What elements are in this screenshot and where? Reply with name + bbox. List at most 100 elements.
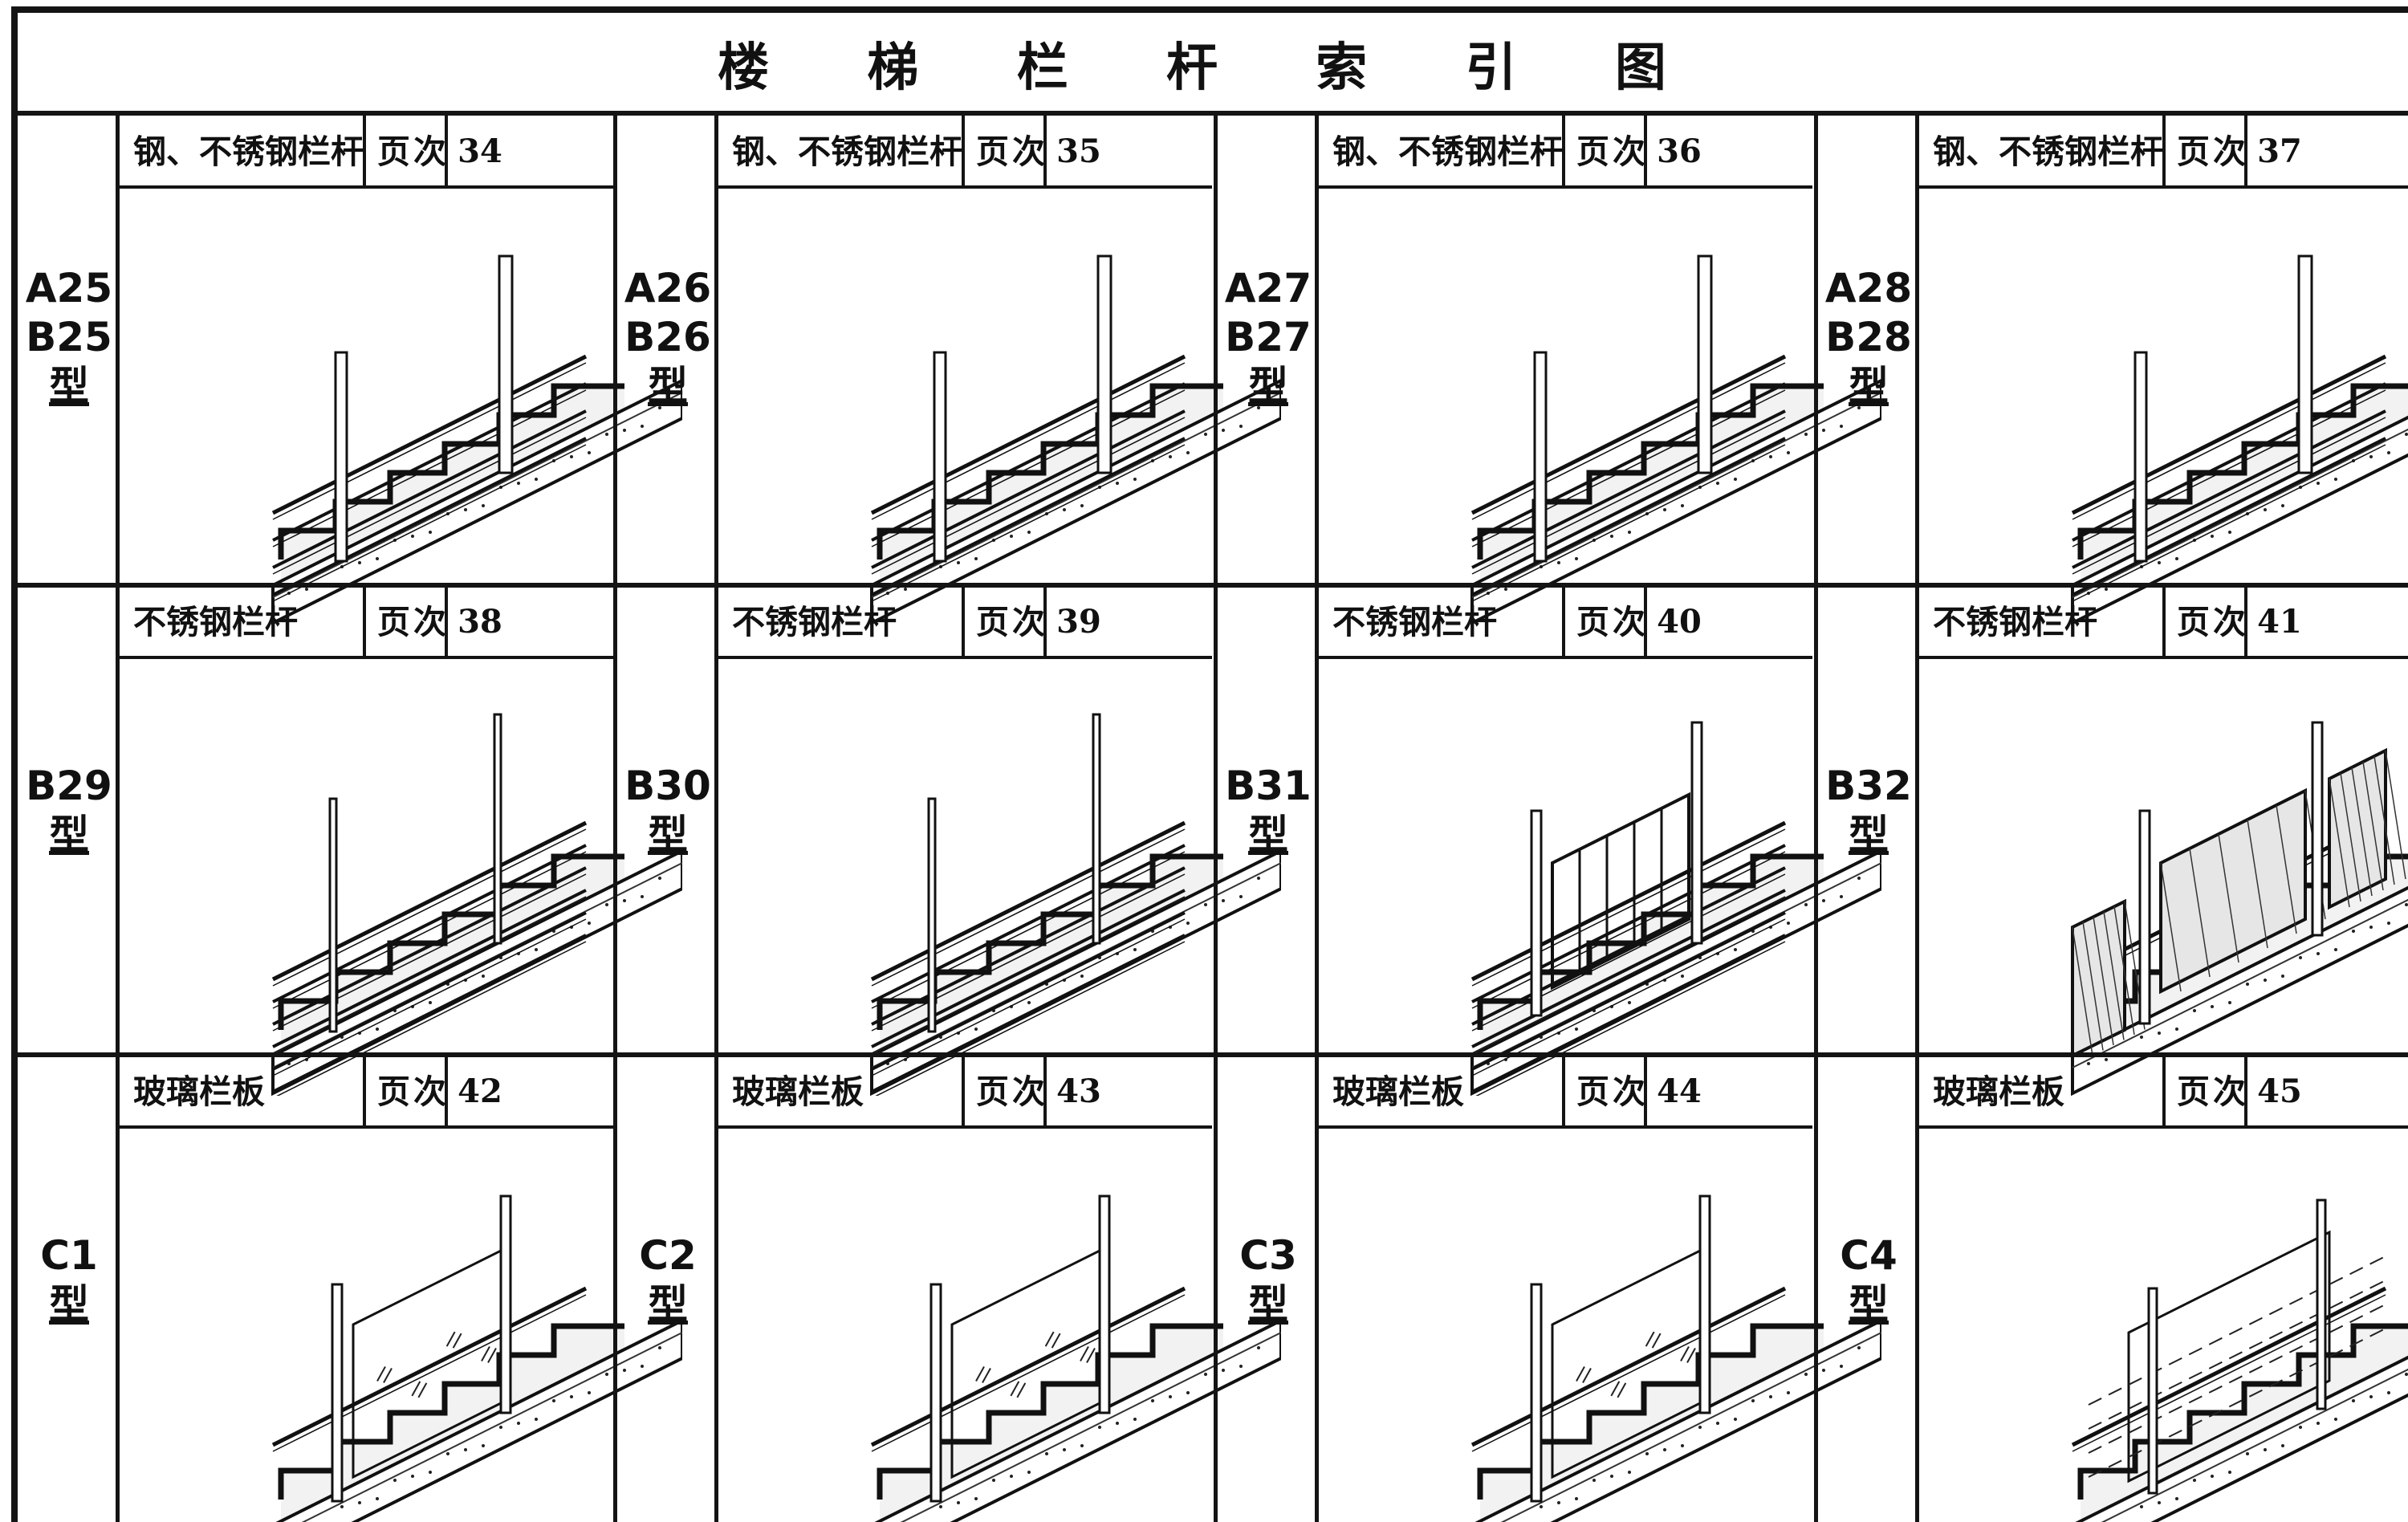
railing-description: 钢、不锈钢栏杆 <box>1332 132 1563 171</box>
type-code-line: B30 <box>624 763 711 809</box>
railing-illustration <box>1968 1148 2408 1522</box>
railing-description: 不锈钢栏杆 <box>1332 603 1497 641</box>
baluster-post <box>2297 254 2313 474</box>
baluster-post <box>927 797 937 1033</box>
railing-drawing <box>2071 721 2408 1096</box>
baluster-post <box>498 254 514 474</box>
code-column-divider <box>714 115 718 585</box>
page-number[interactable]: 37 <box>2257 132 2302 170</box>
railing-illustration <box>169 678 682 1096</box>
code-column-divider <box>116 115 120 585</box>
baluster-post <box>1092 713 1101 945</box>
type-code-line: B31 <box>1225 763 1312 809</box>
rail-lines <box>271 820 588 1096</box>
type-suffix: 型 <box>1849 363 1889 409</box>
railing-description: 玻璃栏板 <box>1332 1072 1464 1111</box>
type-code-line: C4 <box>1840 1232 1898 1279</box>
header-underline <box>1915 656 2408 659</box>
header-divider <box>2244 1055 2247 1125</box>
page-number[interactable]: 36 <box>1657 132 1702 170</box>
page-number[interactable]: 42 <box>458 1072 502 1110</box>
frame-top-line <box>11 6 2408 13</box>
page-number[interactable]: 44 <box>1657 1072 1702 1110</box>
code-column-divider <box>1315 115 1319 585</box>
type-code-line: A27 <box>1224 265 1312 311</box>
header-underline <box>1315 185 1812 189</box>
railing-description: 玻璃栏板 <box>133 1072 265 1111</box>
railing-description: 钢、不锈钢栏杆 <box>1933 132 2163 171</box>
railing-description: 钢、不锈钢栏杆 <box>732 132 962 171</box>
baluster-post <box>1533 351 1548 563</box>
page-label: 页次 <box>2177 603 2249 641</box>
header-divider <box>445 115 448 185</box>
railing-drawing <box>2071 254 2408 625</box>
page-number[interactable]: 35 <box>1056 132 1101 170</box>
baluster-post <box>1530 809 1543 1017</box>
type-code-line: B28 <box>1825 314 1912 360</box>
code-column-divider <box>1915 585 1919 1056</box>
railing-illustration <box>767 1148 1281 1522</box>
page-label: 页次 <box>976 132 1048 171</box>
railing-drawing <box>271 1194 682 1522</box>
page-number[interactable]: 39 <box>1056 603 1101 641</box>
header-underline <box>116 656 613 659</box>
page-number[interactable]: 41 <box>2257 603 2302 641</box>
railing-drawing <box>1470 1194 1881 1522</box>
page-number[interactable]: 38 <box>458 603 502 641</box>
header-underline <box>1315 656 1812 659</box>
type-suffix: 型 <box>1248 363 1288 409</box>
page-label: 页次 <box>976 1072 1048 1111</box>
page-number[interactable]: 40 <box>1657 603 1702 641</box>
header-underline <box>714 656 1212 659</box>
railing-illustration <box>169 1148 682 1522</box>
railing-drawing <box>1470 721 1881 1096</box>
page-label: 页次 <box>377 132 449 171</box>
baluster-post <box>499 1194 512 1414</box>
page-label: 页次 <box>976 603 1048 641</box>
code-column-divider <box>714 585 718 1056</box>
type-suffix: 型 <box>1248 1281 1288 1328</box>
type-code-line: B32 <box>1825 763 1912 809</box>
page-number[interactable]: 45 <box>2257 1072 2302 1110</box>
header-divider <box>962 1055 965 1125</box>
header-underline <box>116 185 613 189</box>
baluster-post <box>2133 351 2148 563</box>
page-number[interactable]: 43 <box>1056 1072 1101 1110</box>
railing-illustration <box>1368 208 1881 625</box>
header-divider <box>2244 115 2247 185</box>
code-column-divider <box>116 585 120 1056</box>
rail-lines <box>1470 1286 1787 1452</box>
type-suffix: 型 <box>1849 1281 1889 1328</box>
rail-lines <box>271 354 588 602</box>
header-divider <box>2162 115 2166 185</box>
header-divider <box>2162 585 2166 656</box>
rail-lines <box>870 1286 1186 1452</box>
header-divider <box>1043 585 1047 656</box>
rail-lines <box>2071 354 2387 602</box>
page-number[interactable]: 34 <box>458 132 502 170</box>
header-underline <box>714 185 1212 189</box>
baluster-post <box>1096 254 1112 474</box>
railing-drawing <box>2071 1198 2408 1522</box>
railing-illustration <box>1368 678 1881 1096</box>
type-code-line: A25 <box>25 265 113 311</box>
baluster-post <box>1690 721 1703 945</box>
rail-lines <box>870 820 1186 1096</box>
railing-illustration <box>767 678 1281 1096</box>
code-column-divider <box>1915 115 1919 585</box>
railing-description: 玻璃栏板 <box>1933 1072 2064 1111</box>
column-divider <box>1814 112 1818 1522</box>
mesh-infill <box>2071 747 2406 1059</box>
row-divider <box>11 583 2408 588</box>
type-suffix: 型 <box>648 363 688 409</box>
baluster-post <box>331 1283 344 1503</box>
type-code-line: A26 <box>624 265 712 311</box>
header-underline <box>1315 1125 1812 1129</box>
baluster-post <box>2311 721 2324 937</box>
railing-drawing <box>870 254 1281 625</box>
railing-drawing <box>271 713 682 1096</box>
